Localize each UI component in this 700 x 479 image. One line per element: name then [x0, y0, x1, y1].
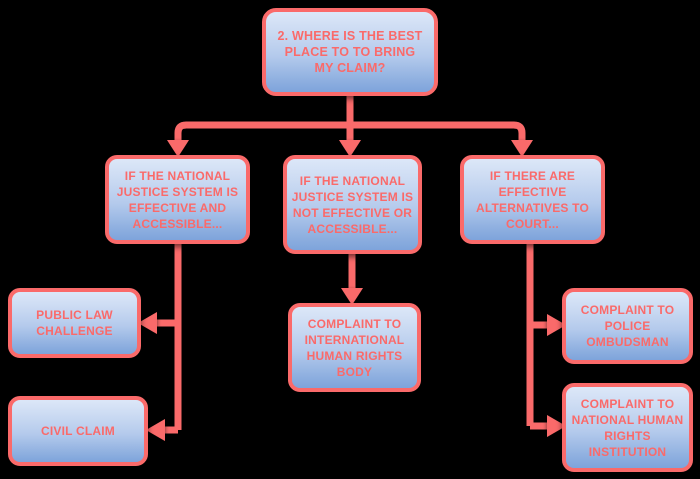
- node-complaint-national-human-rights-institution[interactable]: COMPLAINT TO NATIONAL HUMAN RIGHTS INSTI…: [562, 383, 693, 472]
- node-root-question[interactable]: 2. WHERE IS THE BEST PLACE TO TO BRING M…: [262, 8, 438, 96]
- node-branch-effective[interactable]: IF THE NATIONAL JUSTICE SYSTEM IS EFFECT…: [105, 155, 250, 244]
- node-civil-claim-label: CIVIL CLAIM: [41, 424, 115, 438]
- node-branch-effective-label: IF THE NATIONAL JUSTICE SYSTEM IS EFFECT…: [116, 168, 239, 231]
- arrowhead-to-civil-claim: [146, 419, 165, 441]
- node-branch-alternatives-label: IF THERE ARE EFFECTIVE ALTERNATIVES TO C…: [475, 168, 589, 231]
- node-civil-claim[interactable]: CIVIL CLAIM: [8, 396, 148, 466]
- node-public-law-challenge[interactable]: PUBLIC LAW CHALLENGE: [8, 288, 141, 358]
- node-branch-not-effective[interactable]: IF THE NATIONAL JUSTICE SYSTEM IS NOT EF…: [283, 155, 422, 254]
- node-branch-alternatives[interactable]: IF THERE ARE EFFECTIVE ALTERNATIVES TO C…: [460, 155, 605, 244]
- node-public-law-challenge-label: PUBLIC LAW CHALLENGE: [36, 308, 113, 338]
- node-complaint-national-human-rights-institution-label: COMPLAINT TO NATIONAL HUMAN RIGHTS INSTI…: [571, 396, 684, 459]
- node-complaint-police-ombudsman[interactable]: COMPLAINT TO POLICE OMBUDSMAN: [562, 288, 693, 364]
- node-complaint-police-ombudsman-label: COMPLAINT TO POLICE OMBUDSMAN: [580, 303, 675, 349]
- connector-distribution-bar: [174, 121, 526, 146]
- node-root-label: 2. WHERE IS THE BEST PLACE TO TO BRING M…: [277, 29, 423, 75]
- node-complaint-international-human-rights-body-label: COMPLAINT TO INTERNATIONAL HUMAN RIGHTS …: [304, 316, 405, 379]
- node-complaint-international-human-rights-body[interactable]: COMPLAINT TO INTERNATIONAL HUMAN RIGHTS …: [288, 303, 421, 392]
- node-branch-not-effective-label: IF THE NATIONAL JUSTICE SYSTEM IS NOT EF…: [291, 173, 414, 236]
